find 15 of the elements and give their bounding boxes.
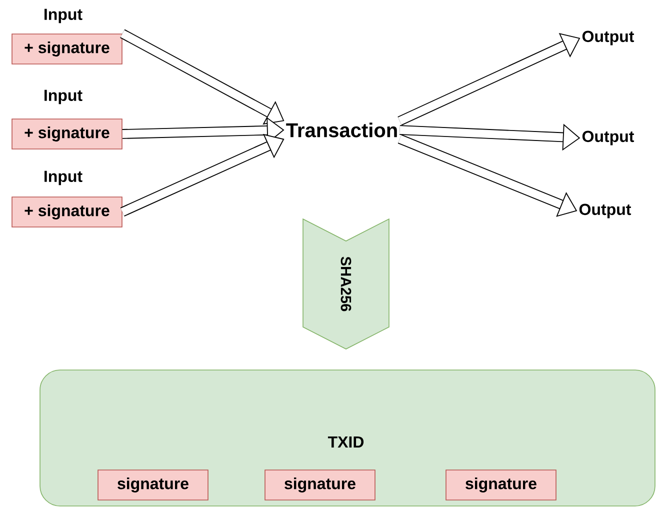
signature-box: + signature	[12, 196, 122, 228]
output-label: Output	[579, 204, 632, 218]
heading-label: Input	[44, 170, 82, 186]
signature-box: signature	[446, 470, 556, 500]
heading-label: Input	[44, 90, 82, 104]
output-label: Output	[582, 30, 634, 46]
signature-box: signature	[264, 470, 376, 500]
transaction-label: Transaction	[286, 122, 397, 138]
signature-box: signature	[98, 470, 208, 500]
signature-box: + signature	[12, 34, 122, 64]
heading-label: TXID	[328, 436, 364, 448]
block-arrow	[120, 134, 284, 216]
heading-label: Input	[44, 8, 82, 24]
output-label: Output	[582, 130, 634, 146]
signature-box: + signature	[12, 118, 122, 150]
